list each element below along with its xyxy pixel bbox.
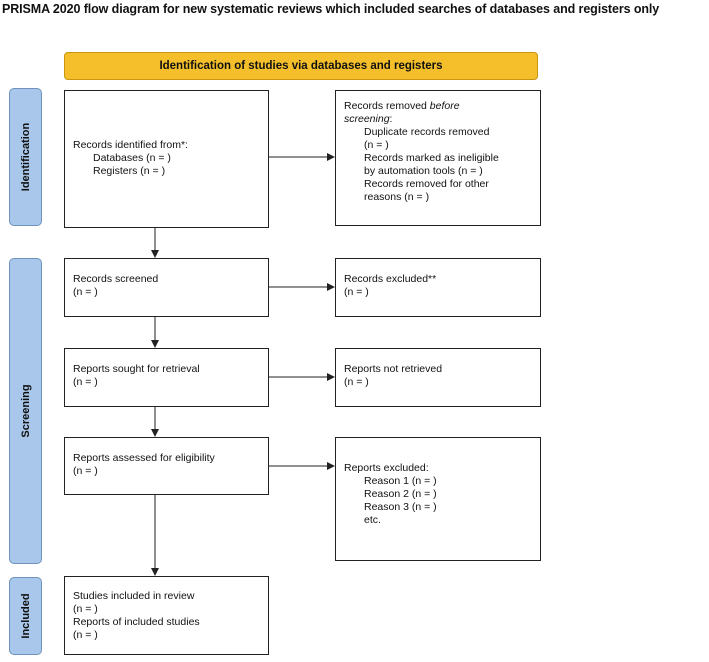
studies-included-box: Studies included in review (n = ) Report… xyxy=(64,576,269,655)
reports-excluded-box: Reports excluded: Reason 1 (n = ) Reason… xyxy=(335,437,541,561)
identification-header: Identification of studies via databases … xyxy=(64,52,538,80)
records-removed-heading: Records removed before xyxy=(344,100,532,113)
reports-sought-box: Reports sought for retrieval (n = ) xyxy=(64,348,269,407)
records-removed-heading-text: Records removed xyxy=(344,100,430,112)
other-removed-count: reasons (n = ) xyxy=(364,191,430,203)
databases-count: Databases (n = ) xyxy=(93,152,171,164)
reports-not-retrieved-box: Reports not retrieved (n = ) xyxy=(335,348,541,407)
phase-screening: Screening xyxy=(9,258,42,564)
phase-identification: Identification xyxy=(9,88,42,226)
duplicate-records-count: (n = ) xyxy=(364,139,389,151)
records-identified-label: Records identified from*: xyxy=(73,139,188,151)
reports-included-label: Reports of included studies xyxy=(73,616,200,628)
reports-included-count: (n = ) xyxy=(73,629,98,641)
records-excluded-label: Records excluded** xyxy=(344,273,437,285)
records-removed-heading-colon: : xyxy=(389,113,393,125)
reason-etc: etc. xyxy=(364,514,381,526)
phase-included: Included xyxy=(9,577,42,655)
reports-assessed-count: (n = ) xyxy=(73,465,98,477)
reports-assessed-box: Reports assessed for eligibility (n = ) xyxy=(64,437,269,495)
reports-assessed-label: Reports assessed for eligibility xyxy=(73,452,215,464)
reports-not-retrieved-label: Reports not retrieved xyxy=(344,363,443,375)
records-excluded-count: (n = ) xyxy=(344,286,369,298)
reason-3-count: Reason 3 (n = ) xyxy=(364,501,437,513)
records-removed-heading-2: screening: xyxy=(344,113,532,126)
reason-2-count: Reason 2 (n = ) xyxy=(364,488,437,500)
duplicate-records-label: Duplicate records removed xyxy=(364,126,490,138)
diagram-title: PRISMA 2020 flow diagram for new systema… xyxy=(2,2,660,16)
records-removed-heading-before: before xyxy=(429,100,460,112)
records-removed-heading-screening: screening xyxy=(344,113,390,125)
records-removed-box: Records removed before screening: Duplic… xyxy=(335,90,541,226)
records-screened-count: (n = ) xyxy=(73,286,98,298)
ineligible-records-label: Records marked as ineligible xyxy=(364,152,499,164)
reason-1-count: Reason 1 (n = ) xyxy=(364,475,437,487)
records-screened-label: Records screened xyxy=(73,273,159,285)
reports-excluded-label: Reports excluded: xyxy=(344,462,429,474)
records-screened-box: Records screened (n = ) xyxy=(64,258,269,317)
studies-included-count: (n = ) xyxy=(73,603,98,615)
studies-included-label: Studies included in review xyxy=(73,590,195,602)
reports-sought-count: (n = ) xyxy=(73,376,98,388)
reports-sought-label: Reports sought for retrieval xyxy=(73,363,200,375)
reports-not-retrieved-count: (n = ) xyxy=(344,376,369,388)
registers-count: Registers (n = ) xyxy=(93,165,166,177)
ineligible-records-count: by automation tools (n = ) xyxy=(364,165,483,177)
other-removed-label: Records removed for other xyxy=(364,178,489,190)
records-identified-box: Records identified from*: Databases (n =… xyxy=(64,90,269,228)
identification-header-label: Identification of studies via databases … xyxy=(159,60,443,72)
records-excluded-box: Records excluded** (n = ) xyxy=(335,258,541,317)
